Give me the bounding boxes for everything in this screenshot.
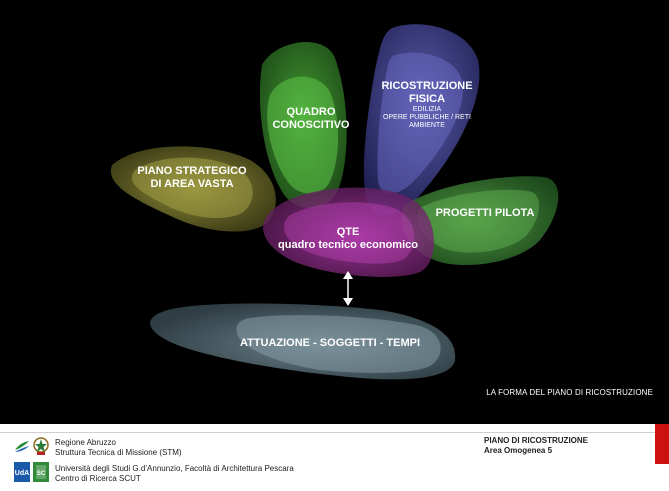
petal-attuazione <box>150 303 456 380</box>
label-progetti-pilota: PROGETTI PILOTA <box>435 207 535 219</box>
label-quadro-conoscitivo: QUADRO CONOSCITIVO <box>272 106 350 132</box>
uda-logo: UdA <box>14 462 30 482</box>
scut-logo: SC <box>33 462 49 482</box>
regione-abruzzo-logo <box>15 441 29 452</box>
footer-right: PIANO DI RICOSTRUZIONE Area Omogenea 5 <box>484 436 589 455</box>
footer-divider <box>0 432 669 433</box>
diagram-canvas: QUADRO CONOSCITIVO RICOSTRUZIONE FISICA … <box>0 0 669 424</box>
label-attuazione: ATTUAZIONE - SOGGETTI - TEMPI <box>239 337 421 349</box>
label-qte: QTE quadro tecnico economico <box>278 226 418 252</box>
svg-text:SC: SC <box>37 471 46 477</box>
slide-caption: LA FORMA DEL PIANO DI RICOSTRUZIONE <box>486 388 653 397</box>
petal-qte <box>263 187 434 277</box>
petal-progetti-pilota <box>400 176 559 266</box>
double-arrow-icon <box>343 271 353 306</box>
accent-bar <box>655 424 669 464</box>
svg-text:UdA: UdA <box>15 470 29 477</box>
footer-left-top: Regione Abruzzo Struttura Tecnica di Mis… <box>55 438 182 457</box>
petal-ricostruzione-fisica <box>363 24 480 215</box>
label-ricostruzione-sub: EDILIZIA OPERE PUBBLICHE / RETI AMBIENTE <box>383 106 471 130</box>
footer-left-bottom: Università degli Studi G.d’Annunzio, Fac… <box>55 464 294 483</box>
label-ricostruzione-fisica: RICOSTRUZIONE FISICA <box>381 80 473 106</box>
footer: UdA SC Regione Abruzzo Struttura Tecnica… <box>0 424 669 491</box>
label-piano-strategico: PIANO STRATEGICO DI AREA VASTA <box>137 165 247 191</box>
petal-piano-strategico <box>110 146 276 232</box>
emblem-logo <box>33 437 49 455</box>
diagram-shapes <box>110 24 559 380</box>
petal-quadro-conoscitivo <box>259 41 347 209</box>
